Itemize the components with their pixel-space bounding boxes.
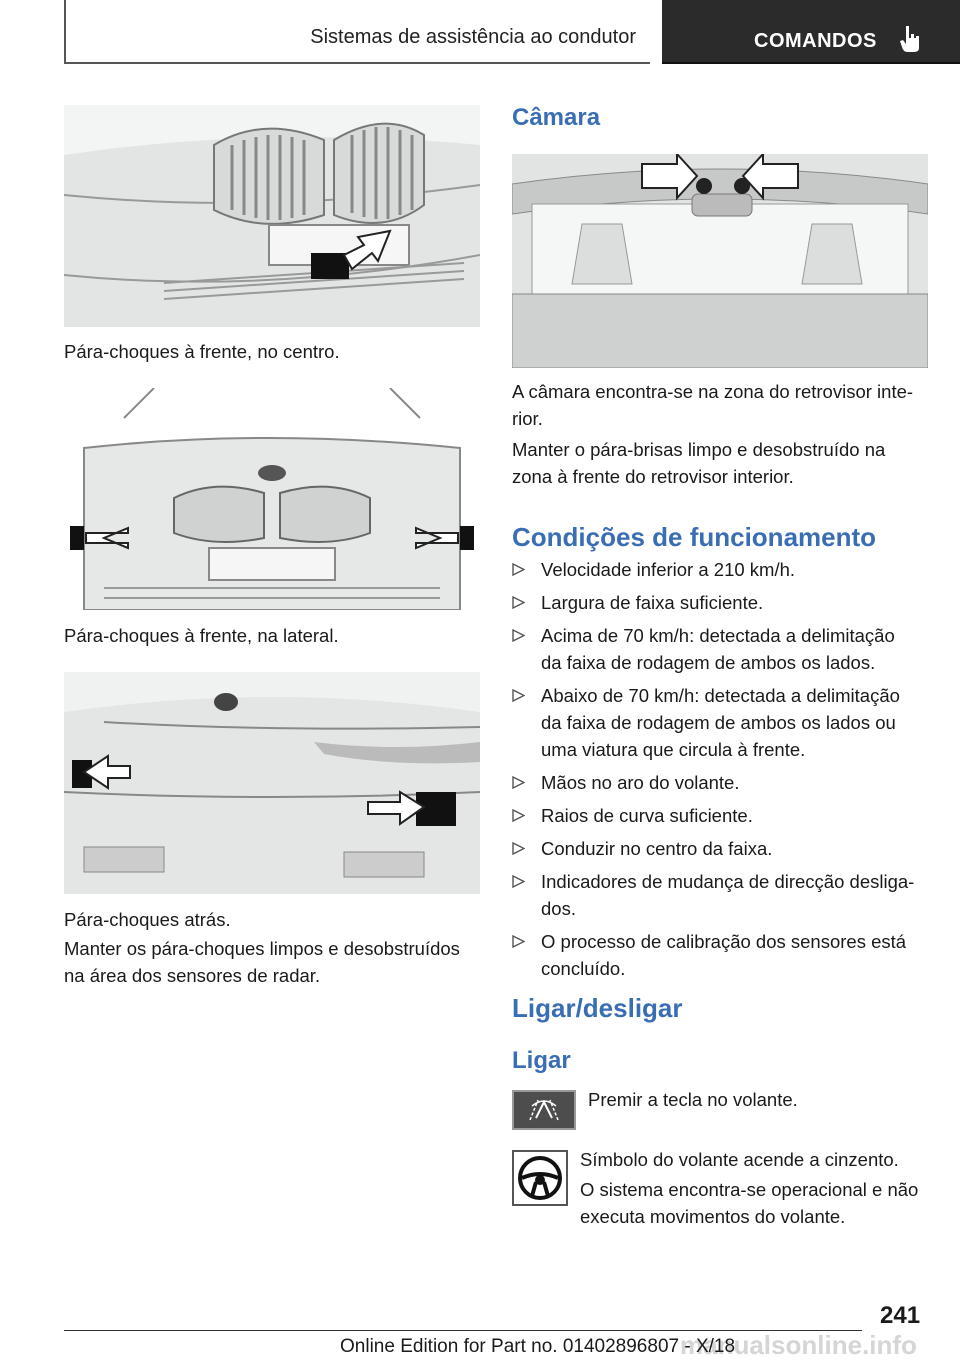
figure-front-bumper-center bbox=[64, 105, 480, 327]
edition-text: Online Edition for Part no. 01402896807 … bbox=[340, 1336, 736, 1357]
chapter-tab-label: COMANDOS bbox=[754, 30, 877, 52]
section-title: Sistemas de assistência ao condutor bbox=[310, 26, 636, 48]
list-item: Largura de faixa suficiente. bbox=[512, 589, 932, 616]
press-button-text: Premir a tecla no volante. bbox=[588, 1089, 798, 1110]
lane-assist-button-icon bbox=[512, 1090, 576, 1130]
figure-front-bumper-side bbox=[64, 388, 480, 610]
list-item: O processo de calibração dos sensores es… bbox=[512, 928, 932, 982]
list-item: Velocidade inferior a 210 km/h. bbox=[512, 556, 932, 583]
windshield-note: Manter o pára-brisas limpo e desobstruíd… bbox=[512, 439, 886, 487]
figure-rear-bumper bbox=[64, 672, 480, 894]
chapter-tab[interactable]: COMANDOS bbox=[662, 0, 960, 64]
conditions-list: Velocidade inferior a 210 km/h. Largura … bbox=[512, 556, 932, 988]
radar-sensor-note: Manter os pára-choques limpos e desobstr… bbox=[64, 938, 460, 986]
figure-caption: Pára-choques à frente, na lateral. bbox=[64, 625, 339, 646]
list-item: Mãos no aro do volante. bbox=[512, 769, 932, 796]
triangle-right-icon bbox=[512, 776, 525, 789]
triangle-right-icon bbox=[512, 629, 525, 642]
page-number: 241 bbox=[880, 1302, 921, 1329]
list-item: Acima de 70 km/h: detectada a delimitaçã… bbox=[512, 622, 932, 676]
figure-camera-location bbox=[512, 154, 928, 368]
triangle-right-icon bbox=[512, 842, 525, 855]
pointing-hand-icon bbox=[900, 26, 919, 52]
triangle-right-icon bbox=[512, 935, 525, 948]
header-rule-bottom bbox=[64, 62, 650, 64]
camera-heading: Câmara bbox=[512, 104, 601, 131]
footer-rule bbox=[64, 1330, 862, 1331]
watermark-logo: manualsonline.info bbox=[680, 1330, 917, 1360]
camera-location-text: A câmara encontra-se na zona do retrovis… bbox=[512, 381, 914, 429]
on-subheading: Ligar bbox=[512, 1047, 571, 1074]
onoff-heading: Ligar/desligar bbox=[512, 993, 683, 1023]
wheel-status-text: Símbolo do volante acende a cinzento. bbox=[580, 1149, 899, 1170]
header-rule-left bbox=[64, 0, 66, 64]
triangle-right-icon bbox=[512, 689, 525, 702]
list-item: Indicadores de mudança de direcção desli… bbox=[512, 868, 932, 922]
triangle-right-icon bbox=[512, 875, 525, 888]
list-item: Conduzir no centro da faixa. bbox=[512, 835, 932, 862]
triangle-right-icon bbox=[512, 596, 525, 609]
steering-wheel-icon bbox=[512, 1150, 568, 1206]
list-item: Abaixo de 70 km/h: detectada a delimitaç… bbox=[512, 682, 932, 763]
system-ready-text: O sistema encontra-se operacional e não … bbox=[580, 1179, 919, 1227]
list-item: Raios de curva suficiente. bbox=[512, 802, 932, 829]
triangle-right-icon bbox=[512, 809, 525, 822]
conditions-heading: Condições de funcionamento bbox=[512, 522, 877, 552]
triangle-right-icon bbox=[512, 563, 525, 576]
figure-caption: Pára-choques à frente, no centro. bbox=[64, 341, 340, 362]
figure-caption: Pára-choques atrás. bbox=[64, 909, 231, 930]
